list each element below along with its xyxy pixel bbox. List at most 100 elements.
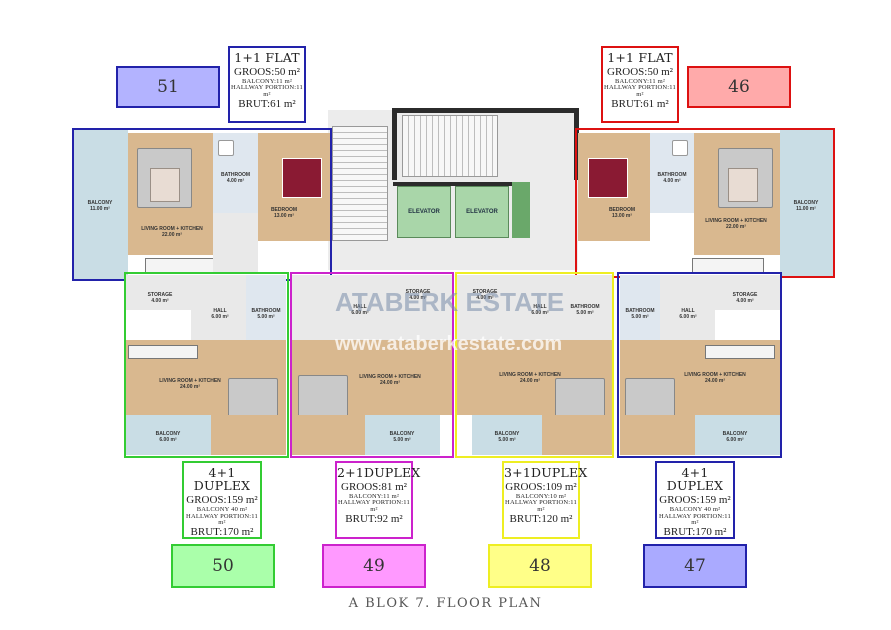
hall-47-label: HALL 6.00 m² bbox=[679, 308, 697, 320]
unit-47-hallway: HALLWAY PORTION:11 m² bbox=[659, 512, 731, 527]
balcony-47 bbox=[695, 415, 780, 455]
balcony-50-label: BALCONY 6.00 m² bbox=[155, 431, 181, 443]
unit-51-title: 1+1 FLAT bbox=[234, 50, 300, 65]
bedroom-46-label: BEDROOM 13.00 m² bbox=[608, 207, 636, 219]
unit-50-brut: BRUT:170 m² bbox=[190, 526, 254, 539]
living-48-label: LIVING ROOM + KITCHEN 24.00 m² bbox=[499, 372, 561, 384]
rug-46 bbox=[728, 168, 758, 202]
balcony-49-label: BALCONY 5.00 m² bbox=[389, 431, 415, 443]
hall-49-label: HALL 6.00 m² bbox=[351, 304, 369, 316]
hall-47 bbox=[660, 275, 715, 340]
kitchen-47 bbox=[705, 345, 775, 359]
watermark-brand: ATABERK ESTATE bbox=[335, 287, 565, 317]
unit-51-balcony: BALCONY:11 m² bbox=[241, 77, 293, 85]
storage-50 bbox=[126, 275, 191, 310]
unit-48-hallway: HALLWAY PORTION:11 m² bbox=[505, 499, 577, 514]
unit-46-balcony: BALCONY:11 m² bbox=[614, 77, 666, 85]
unit-51-brut: BRUT:61 m² bbox=[238, 98, 296, 111]
dining-48 bbox=[542, 415, 612, 455]
elevator-left-label: ELEVATOR bbox=[408, 209, 440, 215]
watermark-url: www.ataberkestate.com bbox=[335, 333, 563, 355]
elevator-right: ELEVATOR bbox=[455, 186, 509, 238]
unit-number-51: 51 bbox=[116, 66, 220, 108]
balcony-51-label: BALCONY 11.00 m² bbox=[87, 200, 113, 212]
balcony-51 bbox=[74, 130, 128, 280]
balcony-47-label: BALCONY 6.00 m² bbox=[722, 431, 748, 443]
entry-51 bbox=[213, 213, 258, 273]
unit-49-brut: BRUT:92 m² bbox=[345, 513, 403, 526]
unit-51-hallway: HALLWAY PORTION:11 m² bbox=[231, 84, 303, 99]
bathroom-48-label: BATHROOM 5.00 m² bbox=[570, 304, 600, 316]
living-46-label: LIVING ROOM + KITCHEN 22.00 m² bbox=[705, 218, 767, 230]
bathroom-47-label: BATHROOM 5.00 m² bbox=[625, 308, 655, 320]
shower-51 bbox=[218, 140, 234, 156]
rug-51 bbox=[150, 168, 180, 202]
stairs-upper bbox=[402, 115, 498, 177]
balcony-46 bbox=[780, 130, 834, 278]
unit-48-balcony: BALCONY:10 m² bbox=[515, 492, 567, 500]
outline-51-top bbox=[128, 128, 332, 130]
hall-50-label: HALL 6.00 m² bbox=[211, 308, 229, 320]
unit-49-title: 2+1DUPLEX bbox=[337, 465, 421, 480]
unit-47-groos: GROOS:159 m² bbox=[659, 494, 731, 507]
hall-48-label: HALL 6.00 m² bbox=[531, 304, 549, 316]
storage-50-label: STORAGE 4.00 m² bbox=[147, 292, 173, 304]
core-wall-top bbox=[392, 108, 578, 113]
unit-47-balcony: BALCONY 40 m² bbox=[669, 505, 721, 513]
unit-number-48: 48 bbox=[488, 544, 592, 588]
unit-51-groos: GROOS:50 m² bbox=[234, 66, 300, 79]
unit-47-title: 4+1 DUPLEX bbox=[666, 465, 724, 494]
unit-info-48: 3+1DUPLEX GROOS:109 m² BALCONY:10 m² HAL… bbox=[502, 461, 587, 539]
bed-46 bbox=[588, 158, 628, 198]
living-47-label: LIVING ROOM + KITCHEN 24.00 m² bbox=[684, 372, 746, 384]
unit-info-49: 2+1DUPLEX GROOS:81 m² BALCONY:11 m² HALL… bbox=[335, 461, 421, 539]
outline-51-bal bbox=[72, 128, 128, 130]
unit-info-51: 1+1 FLAT GROOS:50 m² BALCONY:11 m² HALLW… bbox=[228, 46, 306, 123]
unit-49-balcony: BALCONY:11 m² bbox=[348, 492, 400, 500]
living-50-label: LIVING ROOM + KITCHEN 24.00 m² bbox=[159, 378, 221, 390]
kitchen-51 bbox=[145, 258, 217, 274]
hall-50 bbox=[191, 275, 246, 340]
unit-info-50: 4+1 DUPLEX GROOS:159 m² BALCONY 40 m² HA… bbox=[182, 461, 262, 539]
plan-caption: A BLOK 7. FLOOR PLAN bbox=[348, 596, 543, 611]
storage-47 bbox=[715, 275, 780, 310]
hall-49 bbox=[292, 275, 452, 340]
bed-51 bbox=[282, 158, 322, 198]
hall-48 bbox=[457, 275, 612, 340]
balcony-46-label: BALCONY 11.00 m² bbox=[793, 200, 819, 212]
bathroom-47 bbox=[620, 275, 660, 340]
bathroom-50-label: BATHROOM 5.00 m² bbox=[251, 308, 281, 320]
core-wall-left bbox=[392, 108, 397, 180]
bathroom-51-label: BATHROOM 4.00 m² bbox=[220, 172, 251, 184]
unit-46-groos: GROOS:50 m² bbox=[607, 66, 673, 79]
dining-47 bbox=[620, 415, 695, 455]
unit-49-hallway: HALLWAY PORTION:11 m² bbox=[338, 499, 410, 514]
unit-number-49: 49 bbox=[322, 544, 426, 588]
living-51-label: LIVING ROOM + KITCHEN 22.00 m² bbox=[141, 226, 203, 238]
balcony-50 bbox=[126, 415, 211, 455]
unit-49-groos: GROOS:81 m² bbox=[341, 481, 407, 494]
storage-47-label: STORAGE 4.00 m² bbox=[732, 292, 758, 304]
bathroom-46-label: BATHROOM 4.00 m² bbox=[657, 172, 687, 184]
dining-49 bbox=[292, 415, 365, 455]
unit-50-title: 4+1 DUPLEX bbox=[193, 465, 251, 494]
storage-49-label: STORAGE 4.00 m² bbox=[405, 289, 431, 301]
shower-46 bbox=[672, 140, 688, 156]
bathroom-50 bbox=[246, 275, 286, 340]
unit-number-46: 46 bbox=[687, 66, 791, 108]
balcony-49 bbox=[365, 415, 440, 455]
unit-number-50: 50 bbox=[171, 544, 275, 588]
unit-46-title: 1+1 FLAT bbox=[607, 50, 673, 65]
stairs bbox=[332, 126, 388, 241]
bedroom-51-label: BEDROOM 13.00 m² bbox=[270, 207, 298, 219]
balcony-48-label: BALCONY 5.00 m² bbox=[494, 431, 520, 443]
unit-48-brut: BRUT:120 m² bbox=[509, 513, 573, 526]
kitchen-46 bbox=[692, 258, 764, 274]
unit-50-hallway: HALLWAY PORTION:11 m² bbox=[186, 512, 258, 527]
unit-47-brut: BRUT:170 m² bbox=[663, 526, 727, 539]
dining-50 bbox=[211, 415, 286, 455]
balcony-48 bbox=[472, 415, 542, 455]
elevator-left: ELEVATOR bbox=[397, 186, 451, 238]
unit-50-groos: GROOS:159 m² bbox=[186, 494, 258, 507]
elevator-right-label: ELEVATOR bbox=[466, 209, 498, 215]
